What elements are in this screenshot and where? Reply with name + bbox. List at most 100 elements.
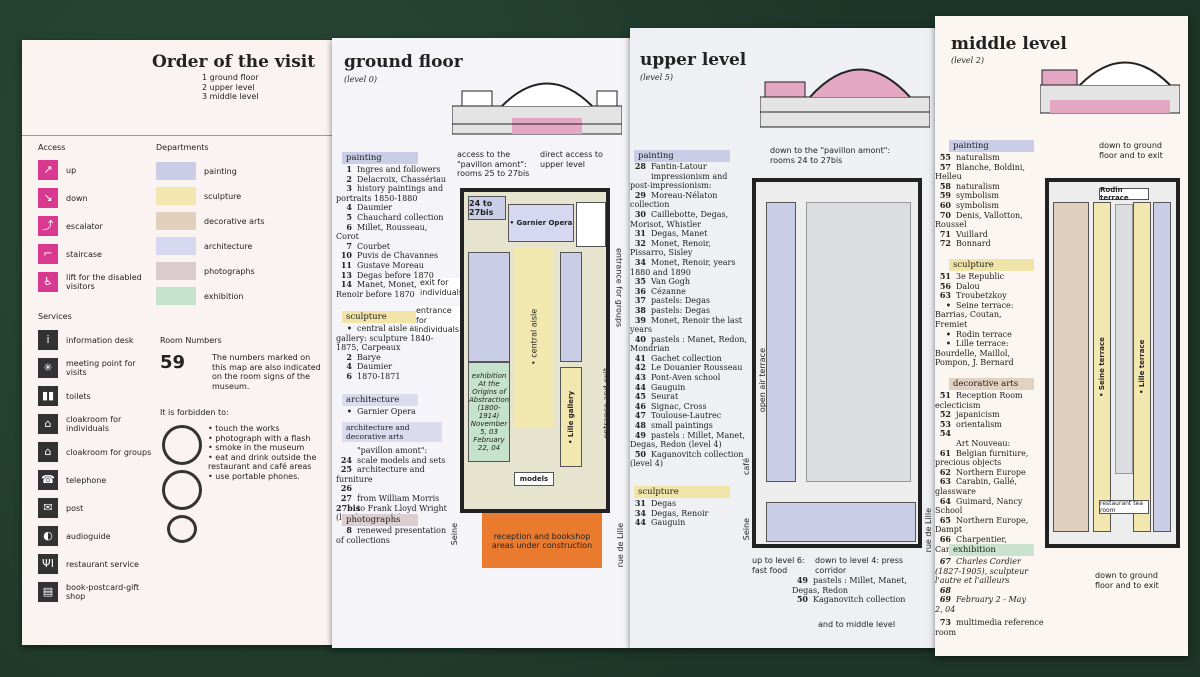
order-item: 3 middle level <box>202 92 259 102</box>
room-description: Denis, Vallotton, Roussel <box>935 210 1023 230</box>
room-number: 34 <box>634 256 646 267</box>
room-description: Kaganovitch collection (level 4) <box>630 449 744 469</box>
room-number: 4 <box>346 361 352 372</box>
room-number: 68 <box>939 584 951 595</box>
rooms-24-27: 24 to 27bis <box>468 196 506 220</box>
room-description: Northern Europe <box>956 467 1026 477</box>
legend-label: up <box>66 165 77 175</box>
middle-level-level: (level 2) <box>951 56 984 65</box>
room-description: Puvis de Chavannes <box>357 251 439 261</box>
room-description: orientalism <box>956 419 1002 429</box>
middle-painting-tag: painting <box>949 140 1034 152</box>
room-49-text: pastels : Millet, Manet, Degas, Redon <box>792 576 907 595</box>
room-description: Ingres and followers <box>357 165 441 174</box>
room-description: Monet, Renoir the last years <box>630 315 743 335</box>
room-description: Guimard, Nancy School <box>935 496 1023 516</box>
room-description: Degas, Manet <box>651 229 708 239</box>
lille-gallery-label: • Lille gallery <box>560 367 582 467</box>
legend-label: painting <box>204 166 237 176</box>
room-number: 60 <box>939 199 951 210</box>
room-number: 52 <box>939 409 951 420</box>
room-numbers-heading: Room Numbers <box>160 336 222 345</box>
entrance-label: entrance for individuals <box>416 306 460 335</box>
upper-level-panel: upper level (level 5) down to the "pavil… <box>630 28 935 648</box>
room-description: Rodin terrace <box>956 329 1012 339</box>
room-description: Charles Cordier (1827-1905), sculpteur l… <box>935 557 1029 586</box>
room-description: Blanche, Boldini, Helleu <box>935 162 1025 182</box>
room-group-right <box>560 252 582 362</box>
room-number: 51 <box>939 390 951 400</box>
room-number: 31 <box>634 228 646 239</box>
upper-level-title: upper level <box>640 50 747 70</box>
legend-label: escalator <box>66 221 103 231</box>
exit-label: exit for individuals <box>420 278 463 297</box>
room-number: 4 <box>346 202 352 213</box>
list-item: •Seine terrace: Barrias, Coutan, Fremiet <box>935 300 1033 330</box>
legend-row: architecture <box>156 237 296 255</box>
room-number: 65 <box>939 514 951 525</box>
tea-room-label: restaurant tea room <box>1099 500 1149 514</box>
room-number: 14 <box>340 279 352 290</box>
rue-de-lille-label: rue de Lille <box>616 523 625 568</box>
restaurant-icon: ΨΙ <box>38 554 58 574</box>
room-description: Cézanne <box>651 286 686 296</box>
room-description: Manet, Monet, Bazille, Renoir before 187… <box>336 280 450 299</box>
room-description: Gustave Moreau <box>357 260 424 270</box>
ground-floor-level: (level 0) <box>344 75 377 84</box>
legend-row: ⌂cloakroom for individuals <box>38 414 178 434</box>
arch-decorative-tag: architecture and decorative arts <box>342 422 442 442</box>
room-number: 13 <box>340 269 352 280</box>
models-label: models <box>514 472 554 486</box>
legend-label: meeting point for visits <box>66 359 136 377</box>
legend-row: ▮▮toilets <box>38 386 178 406</box>
room-49: 49 <box>796 575 808 585</box>
legend-label: exhibition <box>204 291 244 301</box>
room-description: Courbet <box>357 241 390 251</box>
room-description: Moreau-Nélaton collection <box>630 190 718 210</box>
legend-row: sculpture <box>156 187 296 205</box>
sculpture-list: •central aisle and Lille gallery: sculpt… <box>336 323 451 382</box>
room-number: 7 <box>346 240 352 251</box>
legend-label: information desk <box>66 335 134 345</box>
room-description: architecture and furniture <box>336 465 425 484</box>
room-description: Troubetzkoy <box>956 291 1007 301</box>
order-title: Order of the visit <box>152 52 316 72</box>
list-item: 26 <box>336 484 451 494</box>
legend-label: cloakroom for individuals <box>66 415 122 433</box>
list-item: 54 <box>935 429 1033 439</box>
wheelchair-icon: ♿ <box>38 272 58 292</box>
room-description: Carabin, Gallé, glassware <box>935 477 1017 496</box>
room-block <box>576 202 606 247</box>
list-item: •Lille terrace: Bourdelle, Maillol, Pomp… <box>935 339 1033 368</box>
section-elevation-middle <box>1040 61 1180 114</box>
room-number: 8 <box>346 525 352 535</box>
ground-floor-plan: 24 to 27bis • Garnier Opera • central ai… <box>460 188 610 513</box>
room-number: 70 <box>939 209 951 220</box>
room-description: Monet, Renoir, years 1880 and 1890 <box>630 257 736 277</box>
forbidden-item: • photograph with a flash <box>208 433 311 443</box>
room-description: Belgian furniture, precious objects <box>935 448 1029 468</box>
room-number: 37 <box>634 295 646 306</box>
room-number: 66 <box>939 533 951 544</box>
